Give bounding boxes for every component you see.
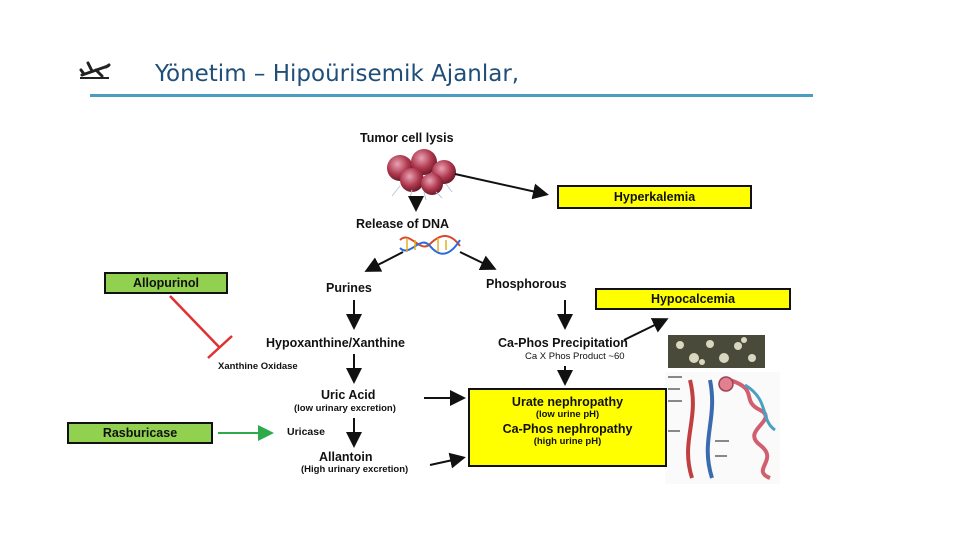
nephron-illustration: [665, 372, 780, 484]
box-hyperkalemia: Hyperkalemia: [557, 185, 752, 209]
label-caphos-precipitation: Ca-Phos Precipitation: [498, 336, 628, 350]
label-uricase: Uricase: [287, 426, 325, 438]
label-uric-acid-note: (low urinary excretion): [294, 403, 396, 414]
label-urate-nephropathy: Urate nephropathy: [511, 395, 624, 409]
label-release-of-dna: Release of DNA: [356, 217, 450, 231]
title-underline: [90, 94, 813, 97]
allopurinol-inhibition-line: [169, 295, 233, 359]
box-allopurinol: Allopurinol: [104, 272, 228, 294]
dna-helix-illustration: [399, 235, 461, 255]
label-uric-acid: Uric Acid: [321, 388, 376, 402]
slide-header: Yönetim – Hipoürisemik Ajanlar,: [78, 55, 813, 97]
crystal-micrograph-image: [668, 335, 765, 368]
label-caphos-product: Ca X Phos Product ~60: [525, 351, 625, 362]
slide-title: Yönetim – Hipoürisemik Ajanlar,: [155, 61, 519, 87]
label-caphos-note: (high urine pH): [533, 436, 602, 447]
label-allantoin: Allantoin: [319, 450, 373, 464]
label-tumor-cell-lysis: Tumor cell lysis: [360, 131, 454, 145]
tumor-cells-illustration: [387, 149, 456, 201]
label-allantoin-note: (High urinary excretion): [301, 464, 409, 475]
label-phosphorous: Phosphorous: [486, 277, 567, 291]
label-purines: Purines: [326, 281, 372, 295]
title-separator: –: [253, 61, 266, 87]
box-rasburicase: Rasburicase: [67, 422, 213, 444]
label-urate-note: (low urine pH): [535, 409, 600, 420]
box-nephropathy: Urate nephropathy (low urine pH) Ca-Phos…: [468, 388, 667, 467]
label-xanthine-oxidase: Xanthine Oxidase: [218, 361, 298, 372]
box-hypocalcemia: Hypocalcemia: [595, 288, 791, 310]
label-caphos-nephropathy: Ca-Phos nephropathy: [502, 422, 633, 436]
airplane-icon: [79, 61, 111, 79]
title-main: Yönetim: [155, 61, 247, 87]
label-hypoxanthine-xanthine: Hypoxanthine/Xanthine: [266, 336, 405, 350]
title-sub: Hipoürisemik Ajanlar,: [272, 61, 520, 87]
